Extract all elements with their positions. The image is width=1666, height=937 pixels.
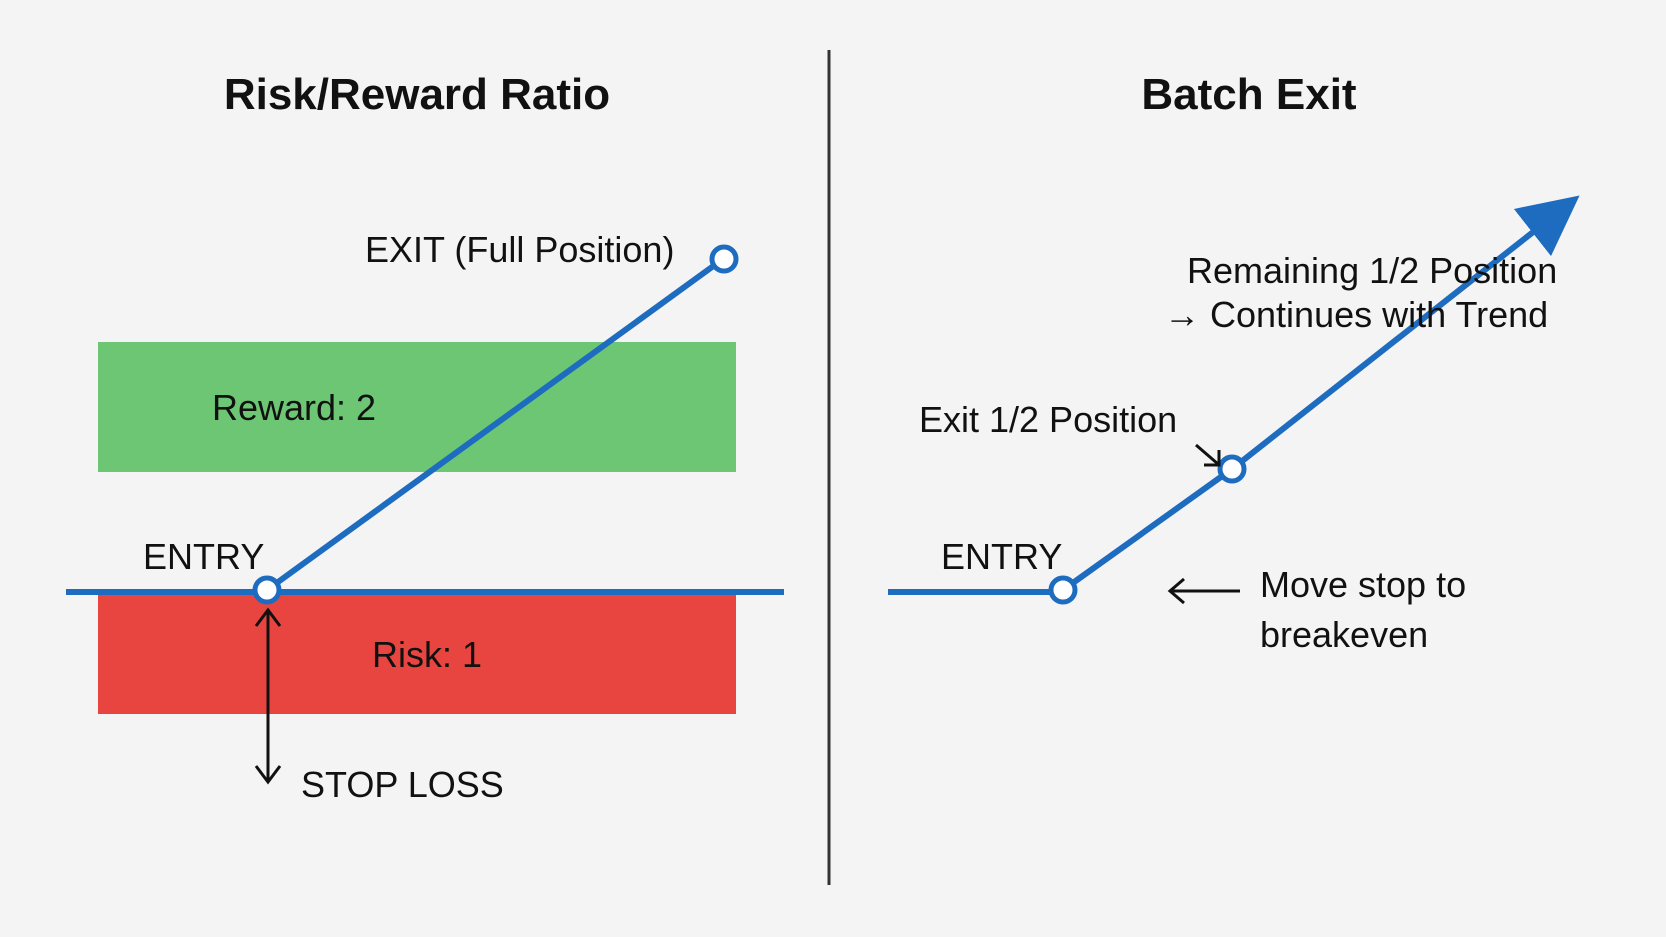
batch-exit-panel: Batch Exit Remaining 1/2 Position → Cont… (888, 70, 1580, 655)
reward-zone (98, 342, 736, 472)
exit-full-label: EXIT (Full Position) (365, 229, 674, 270)
reward-label: Reward: 2 (212, 387, 376, 428)
stop-loss-arrow-icon (254, 607, 282, 785)
breakeven-label: breakeven (1260, 614, 1428, 655)
right-entry-marker (1048, 575, 1078, 605)
remaining-half-label: Remaining 1/2 Position (1187, 250, 1557, 291)
arrow-left-icon (1167, 577, 1240, 605)
right-price-path-line (1061, 466, 1234, 593)
exit-half-label: Exit 1/2 Position (919, 399, 1177, 440)
continues-with-trend-label: → Continues with Trend (1164, 294, 1548, 335)
left-entry-label: ENTRY (143, 536, 264, 577)
exit-marker (709, 244, 739, 274)
stop-loss-label: STOP LOSS (301, 764, 504, 805)
right-entry-label: ENTRY (941, 536, 1062, 577)
risk-zone (98, 594, 736, 714)
left-panel-title: Risk/Reward Ratio (224, 70, 610, 119)
entry-marker (252, 575, 282, 605)
price-path-line (265, 256, 725, 593)
right-panel-title: Batch Exit (1141, 70, 1357, 119)
trend-continuation-line (1230, 195, 1580, 472)
move-stop-label: Move stop to (1260, 564, 1466, 605)
risk-label: Risk: 1 (372, 634, 482, 675)
half-exit-marker (1217, 454, 1247, 484)
pointer-arrow-icon (1195, 443, 1221, 467)
risk-reward-panel: Risk/Reward Ratio Reward: 2 Risk: 1 EXIT… (66, 70, 784, 805)
